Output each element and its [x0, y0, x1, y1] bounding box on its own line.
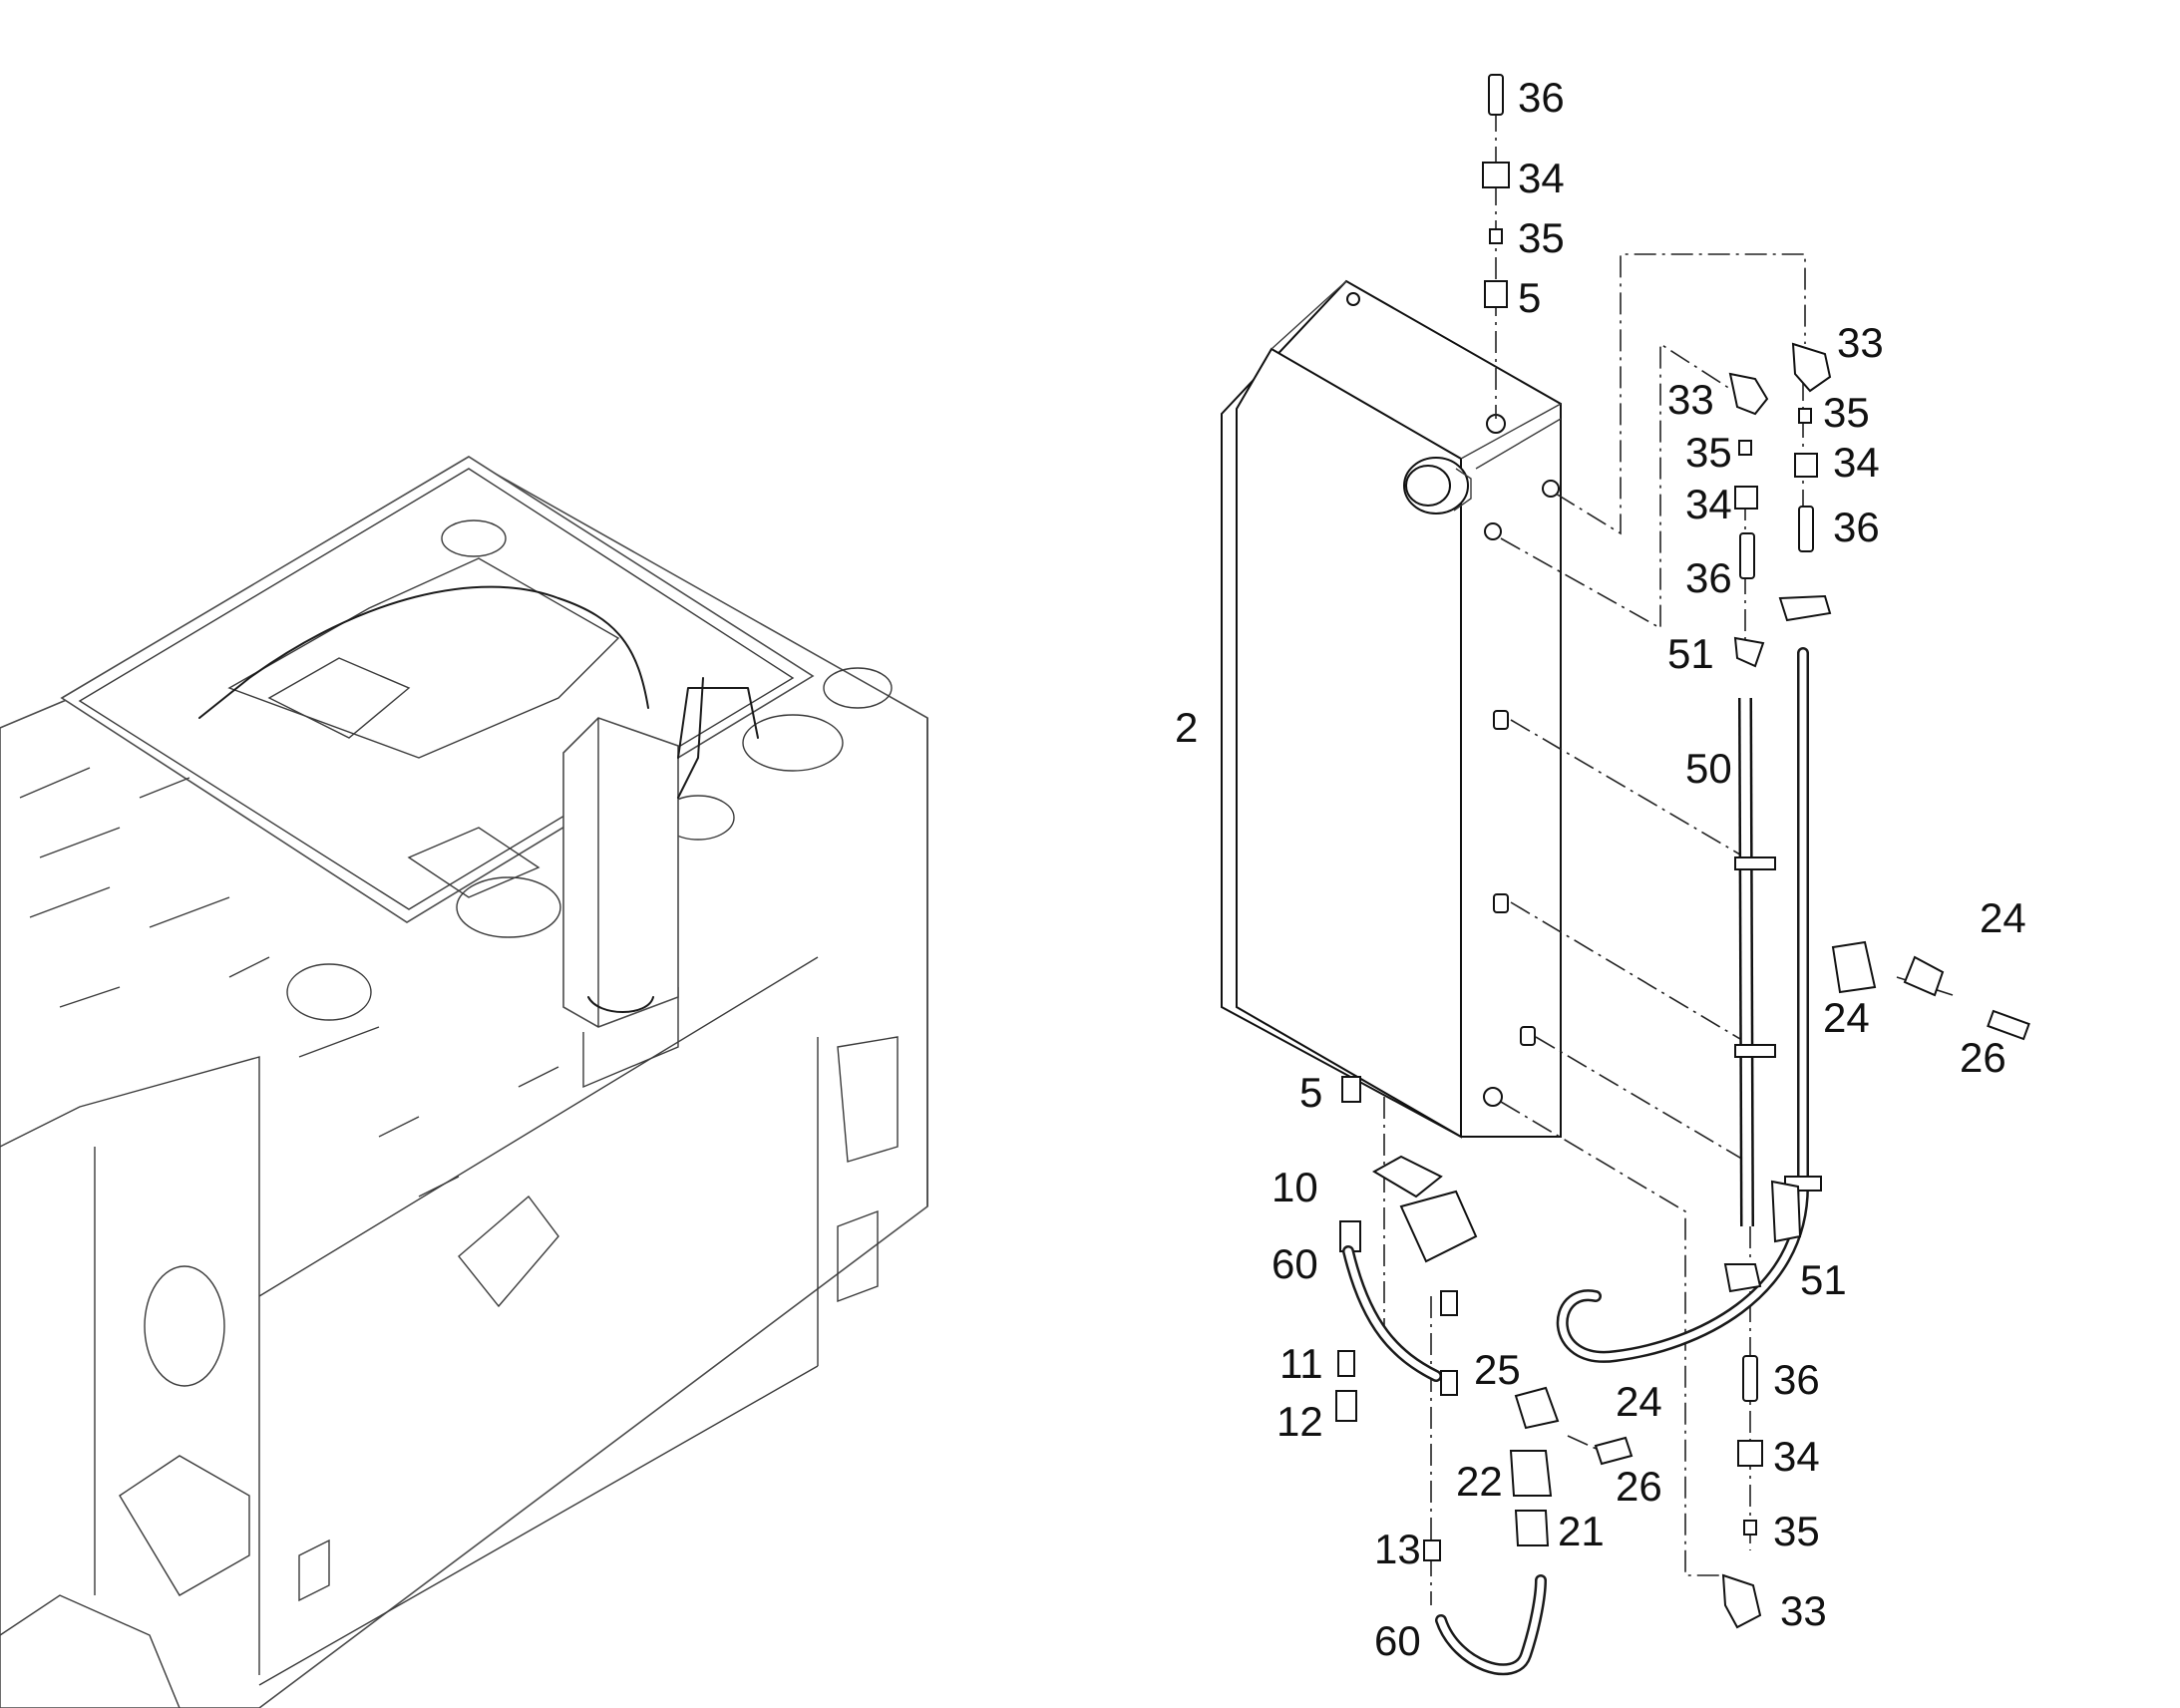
callout: 35	[1823, 389, 1870, 436]
callout: 25	[1474, 1346, 1521, 1393]
callout: 33	[1780, 1587, 1827, 1634]
callout: 13	[1374, 1526, 1421, 1572]
callout: 36	[1518, 74, 1565, 121]
callout: 22	[1456, 1458, 1503, 1505]
callout: 51	[1800, 1256, 1847, 1303]
part-callouts: 36 34 35 5 33 33 35 34 36 35 34 36 51 50…	[1175, 74, 2026, 1664]
callout: 11	[1279, 1340, 1323, 1387]
fittings-and-hoses	[1335, 74, 2030, 1676]
callout: 51	[1667, 630, 1714, 677]
callout: 34	[1773, 1433, 1820, 1480]
callout: 33	[1667, 376, 1714, 423]
callout: 60	[1272, 1240, 1318, 1287]
callout: 5	[1518, 274, 1541, 321]
callout: 36	[1773, 1356, 1820, 1403]
callout: 5	[1299, 1069, 1322, 1116]
callout: 21	[1558, 1508, 1605, 1554]
callout: 33	[1837, 319, 1884, 366]
oil-cooler-tank	[1221, 279, 1562, 1139]
callout: 2	[1175, 704, 1198, 751]
callout: 36	[1833, 504, 1880, 550]
callout: 35	[1518, 214, 1565, 261]
callout: 34	[1518, 155, 1565, 201]
callout: 24	[1823, 994, 1870, 1041]
callout: 34	[1685, 481, 1732, 527]
callout: 60	[1374, 1617, 1421, 1664]
callout: 35	[1773, 1508, 1820, 1554]
callout: 12	[1276, 1398, 1323, 1445]
callout: 34	[1833, 439, 1880, 486]
callout: 50	[1685, 745, 1732, 792]
callout: 35	[1685, 429, 1732, 476]
callout: 10	[1272, 1164, 1318, 1210]
callout: 24	[1980, 894, 2026, 941]
machine-frame-overview	[0, 456, 928, 1708]
callout: 26	[1616, 1463, 1662, 1510]
callout: 36	[1685, 554, 1732, 601]
callout: 26	[1960, 1034, 2006, 1081]
callout: 24	[1616, 1378, 1662, 1425]
